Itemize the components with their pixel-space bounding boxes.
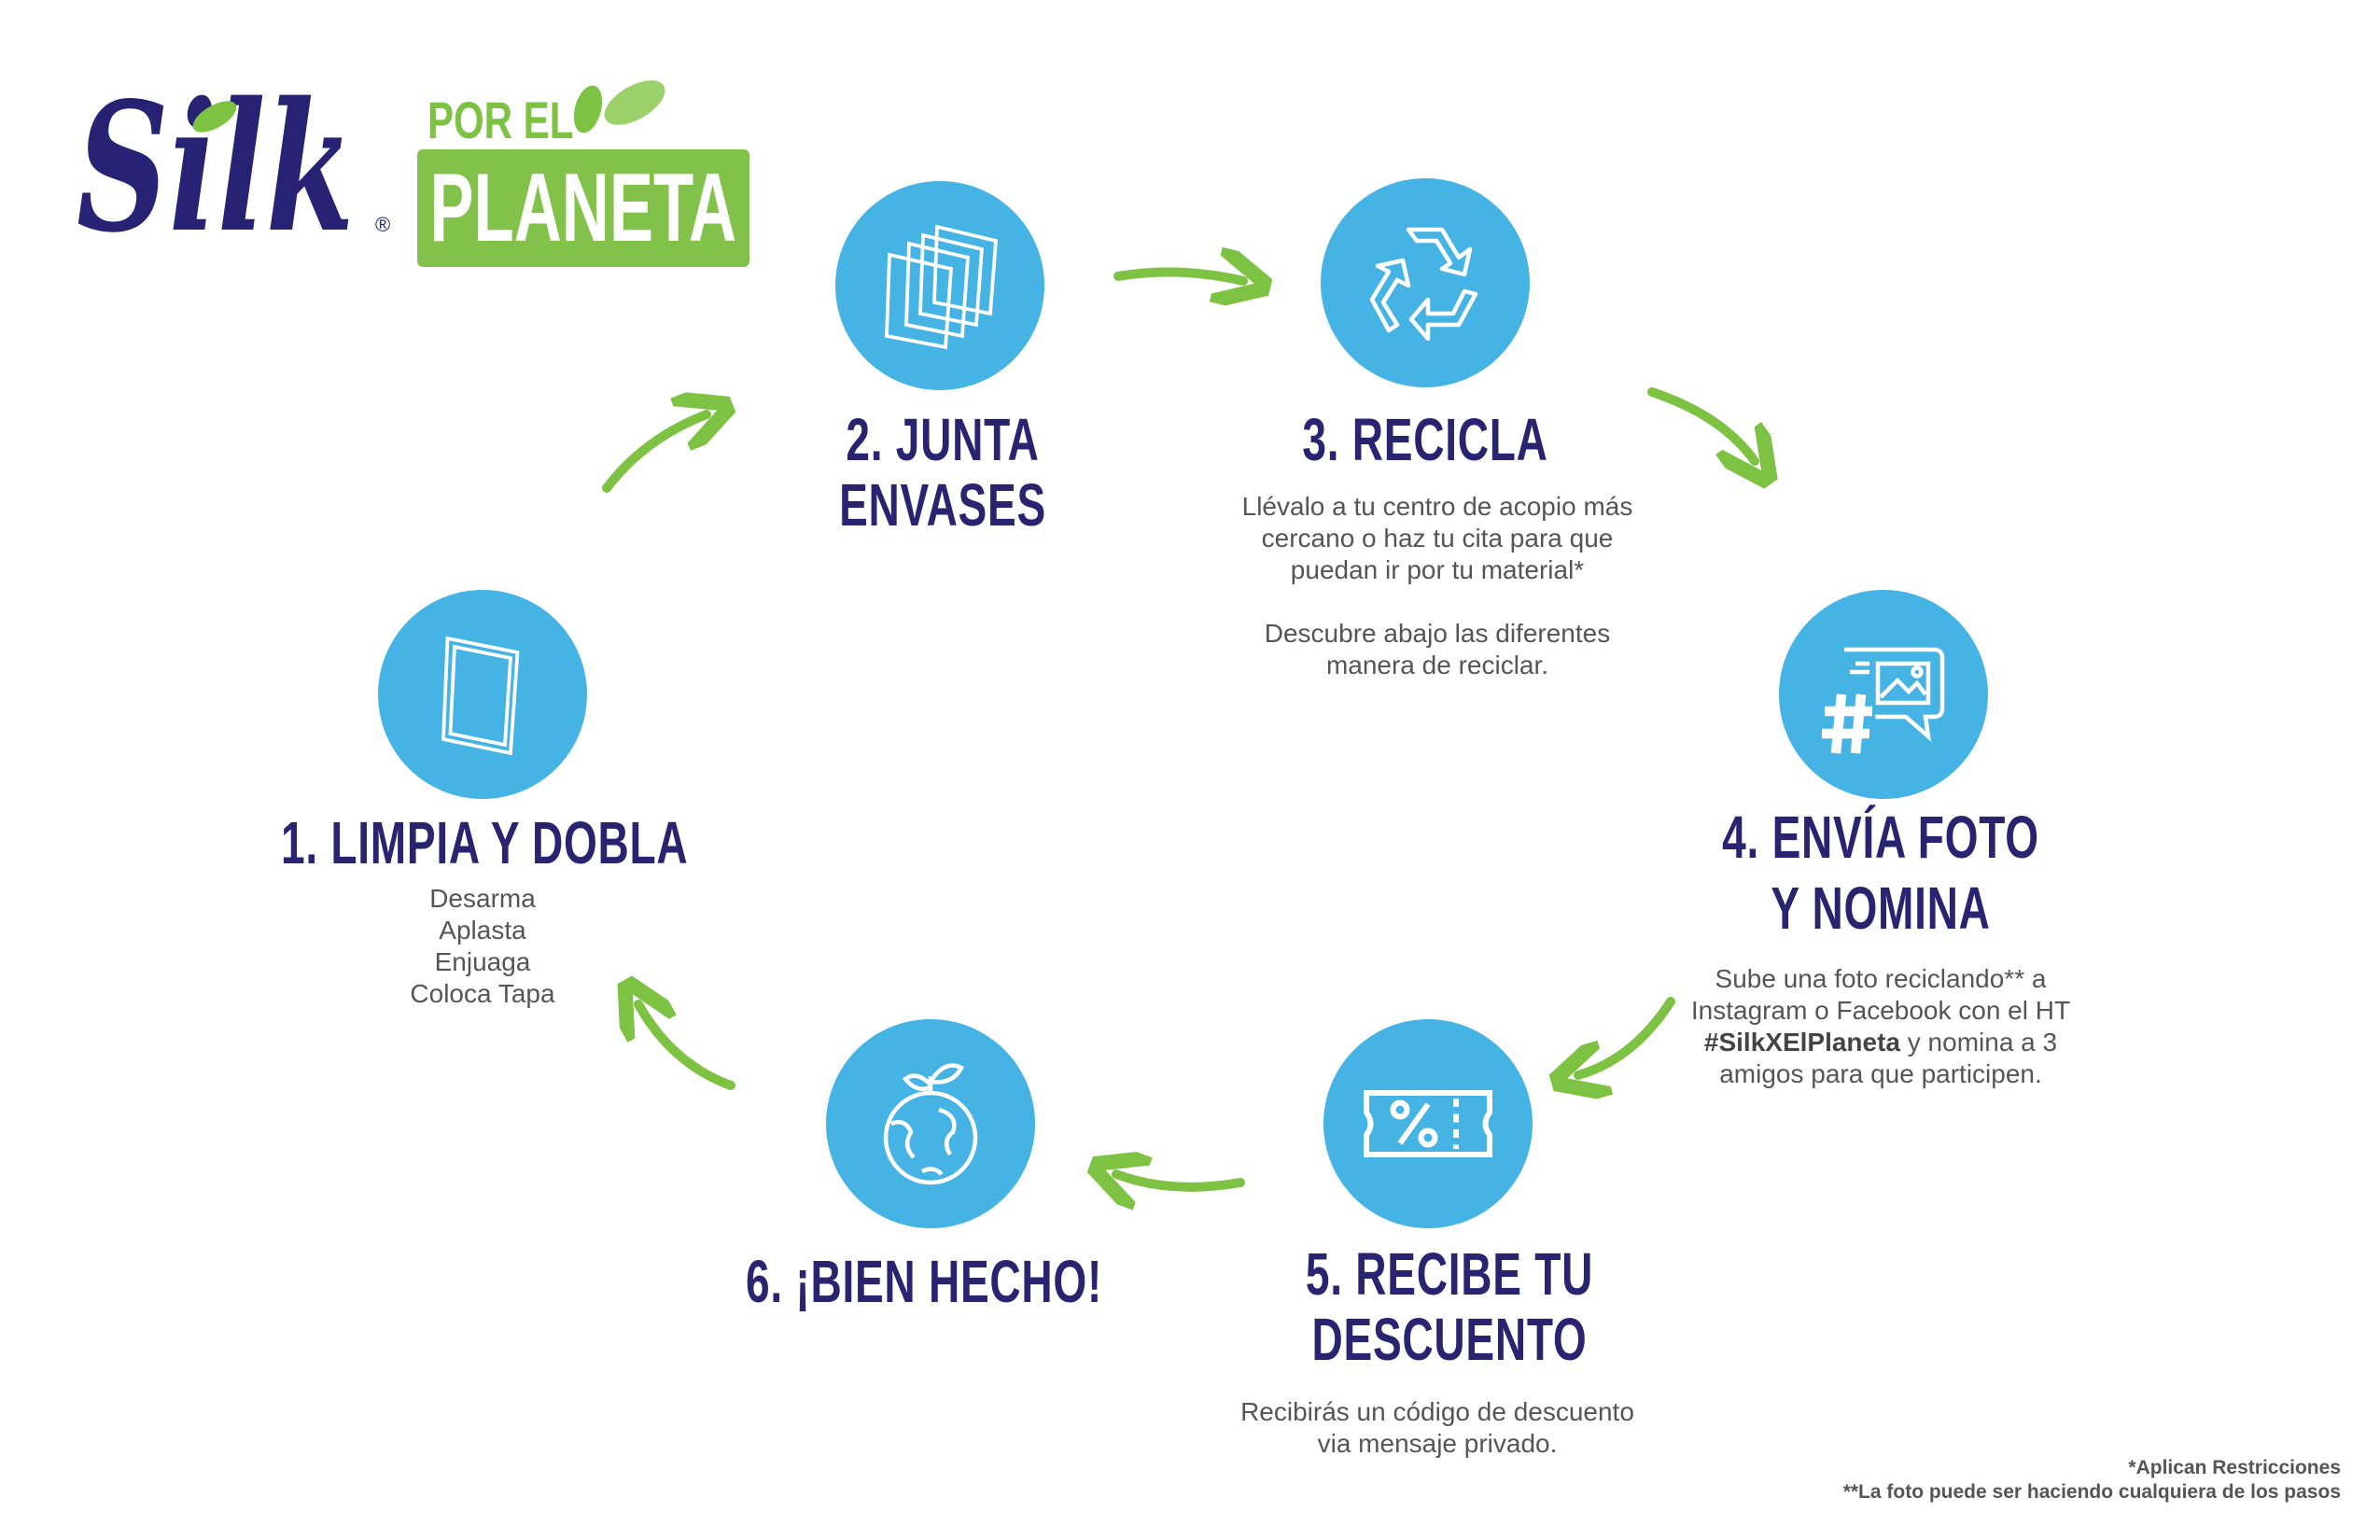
- step-3-badge: [1321, 178, 1530, 387]
- desc-line: manera de reciclar.: [1325, 651, 1549, 679]
- stacked-cartons-icon: [885, 224, 998, 350]
- arrow-5-to-6: [1116, 1174, 1245, 1187]
- step-1-badge: [378, 590, 587, 799]
- planeta-banner: PLANETA: [417, 149, 749, 267]
- desc-line: puedan ir por tu material*: [1290, 555, 1585, 584]
- step-4-description: Sube una foto reciclando** a Instagram o…: [1601, 963, 2161, 1090]
- step-2-badge: [835, 181, 1044, 390]
- desc-line: #SilkXElPlaneta y nomina a 3: [1601, 1027, 2161, 1058]
- step-6-badge: [826, 1019, 1035, 1228]
- title-line: Y NOMINA: [1771, 875, 1991, 942]
- title-line: 2. JUNTA: [846, 406, 1040, 473]
- desc-line: Descubre abajo las diferentes: [1264, 619, 1611, 648]
- title-line: 5. RECIBE TU: [1305, 1240, 1594, 1308]
- step-4-badge: [1779, 590, 1988, 799]
- step-5-title: 5. RECIBE TU DESCUENTO: [1281, 1241, 1617, 1372]
- registered-mark: ®: [375, 213, 391, 236]
- tagline-bottom: PLANETA: [429, 153, 737, 262]
- leaf-icon: [192, 101, 237, 133]
- recycle-icon: [1369, 227, 1478, 342]
- desc-line: cercano o haz tu cita para que: [1261, 524, 1614, 553]
- desc-line: amigos para que participen.: [1719, 1059, 2042, 1088]
- step-4-title: 4. ENVÍA FOTO Y NOMINA: [1713, 805, 2049, 941]
- desc-line: Llévalo a tu centro de acopio más: [1241, 492, 1633, 521]
- hashtag: #SilkXElPlaneta: [1703, 1028, 1900, 1057]
- footnote: *Aplican Restricciones: [2128, 1457, 2341, 1478]
- desc-line: via mensaje privado.: [1317, 1429, 1558, 1458]
- arrow-1-to-2: [602, 414, 707, 493]
- desc-line: Recibirás un código de descuento: [1240, 1397, 1634, 1426]
- step-6-title: 6. ¡BIEN HECHO!: [746, 1248, 1103, 1315]
- carton-icon: [441, 636, 520, 756]
- leaves-icon: [573, 80, 665, 133]
- desc-line: Instagram o Facebook con el HT: [1690, 996, 2071, 1025]
- desc-line: Coloca Tapa: [410, 979, 555, 1008]
- step-2-title: 2. JUNTA ENVASES: [808, 407, 1077, 538]
- title-line: ENVASES: [839, 471, 1046, 539]
- step-5-badge: [1323, 1019, 1533, 1228]
- discount-ticket-icon: [1364, 1090, 1492, 1157]
- desc-line: Enjuaga: [434, 947, 531, 976]
- earth-sprout-icon: [883, 1063, 978, 1185]
- desc-line: Sube una foto reciclando** a: [1715, 964, 2047, 993]
- hashtag-photo-chat-icon: [1822, 647, 1945, 754]
- step-3-description: Llévalo a tu centro de acopio más cercan…: [1157, 491, 1717, 681]
- footnote: **La foto puede ser haciendo cualquiera …: [1842, 1481, 2341, 1503]
- desc-text: y nomina a 3: [1900, 1028, 2058, 1057]
- arrow-2-to-3: [1113, 273, 1243, 281]
- step-3-title: 3. RECICLA: [1302, 406, 1548, 473]
- arrow-6-to-1: [638, 1004, 735, 1090]
- arrow-3-to-4: [1647, 387, 1755, 461]
- title-line: 4. ENVÍA FOTO: [1722, 804, 2039, 871]
- step-1-title: 1. LIMPIA Y DOBLA: [281, 809, 689, 876]
- step-5-description: Recibirás un código de descuento via men…: [1157, 1396, 1717, 1460]
- title-line: DESCUENTO: [1311, 1306, 1588, 1373]
- step-1-description: Desarma Aplasta Enjuaga Coloca Tapa: [343, 883, 623, 1010]
- desc-line: Desarma: [429, 884, 536, 913]
- desc-line: Aplasta: [439, 916, 526, 945]
- footnotes: *Aplican Restricciones **La foto puede s…: [1843, 1456, 2341, 1505]
- tagline-top: POR EL: [427, 91, 574, 149]
